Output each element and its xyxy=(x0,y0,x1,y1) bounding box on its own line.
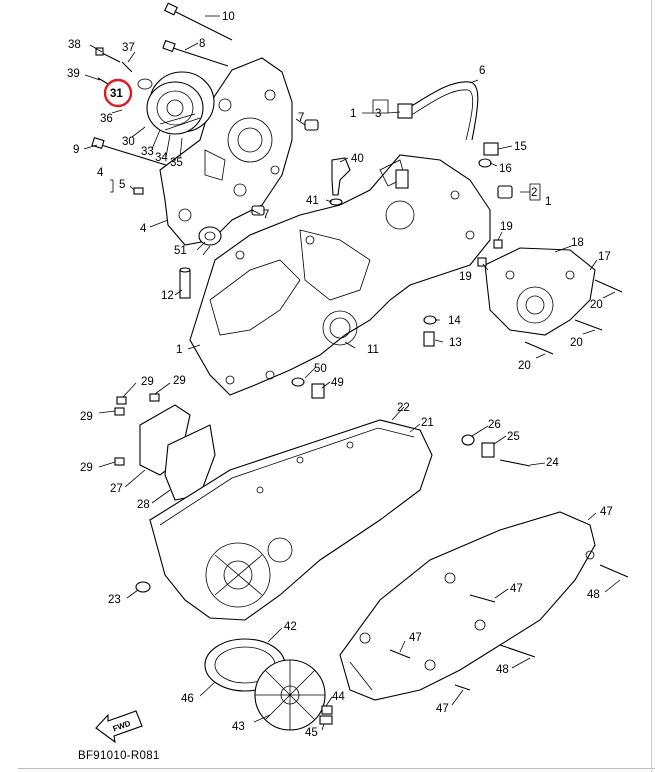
sensor-39-40-drawing xyxy=(329,157,351,206)
bolts-24-25-26-drawing xyxy=(461,434,531,467)
callout-19-lower[interactable]: 19 xyxy=(459,271,472,283)
fan-42-drawing xyxy=(254,659,326,731)
fwd-arrow: FWD xyxy=(95,710,143,744)
callout-25[interactable]: 25 xyxy=(507,431,520,443)
callout-11[interactable]: 11 xyxy=(367,344,379,356)
bearing-51-drawing xyxy=(198,226,222,246)
callout-13[interactable]: 13 xyxy=(449,337,462,349)
callout-34[interactable]: 35 xyxy=(170,157,183,169)
bolts-49-50-drawing xyxy=(291,377,325,399)
callout-2[interactable]: 2 xyxy=(531,187,537,199)
callout-30[interactable]: 30 xyxy=(122,136,135,148)
diagram-reference-code: BF91010-R081 xyxy=(78,750,160,762)
callout-36[interactable]: 37 xyxy=(122,42,135,54)
callout-46[interactable]: 47 xyxy=(600,506,613,518)
callout-48-a[interactable]: 48 xyxy=(587,589,600,601)
gasket-27-28-drawing xyxy=(139,404,216,501)
highlight-part-31-circle xyxy=(103,78,133,108)
callout-20-middle[interactable]: 20 xyxy=(570,337,583,349)
breather-hose-6-drawing xyxy=(397,81,479,141)
callout-14[interactable]: 14 xyxy=(448,315,461,327)
callout-labels: 10 8 38 37 39 31 36 30 33 34 35 9 4 5 7 … xyxy=(67,11,613,739)
callout-50[interactable]: 50 xyxy=(314,363,327,375)
callout-37[interactable]: 38 xyxy=(68,39,81,51)
drive-drum-drawing xyxy=(137,71,215,135)
drain-plug-15-16-drawing xyxy=(478,142,499,168)
crankcase-cover-21-drawing xyxy=(149,419,433,621)
callout-20-lower[interactable]: 20 xyxy=(518,360,531,372)
callout-22[interactable]: 22 xyxy=(397,402,410,414)
callout-4-upper[interactable]: 4 xyxy=(97,167,104,179)
callout-18[interactable]: 18 xyxy=(571,237,584,249)
bolts-47-48-drawing xyxy=(389,564,629,691)
callout-21[interactable]: 21 xyxy=(421,417,434,429)
callout-1-dowel[interactable]: 1 xyxy=(545,196,551,208)
callout-29-b[interactable]: 29 xyxy=(173,375,186,387)
bottom-divider xyxy=(18,768,655,769)
left-crankcase-drawing xyxy=(159,57,293,246)
right-divider xyxy=(651,0,652,772)
small-bolts-36-37-38-drawing xyxy=(95,47,133,85)
callout-51[interactable]: 51 xyxy=(174,245,187,257)
callout-43[interactable]: 44 xyxy=(332,691,345,703)
callout-29-d[interactable]: 29 xyxy=(80,462,93,474)
callout-49[interactable]: 49 xyxy=(331,377,344,389)
callout-35[interactable]: 36 xyxy=(100,113,113,125)
callout-7-upper[interactable]: 7 xyxy=(298,112,304,124)
callout-38[interactable]: 39 xyxy=(67,68,80,80)
callout-32[interactable]: 33 xyxy=(141,146,154,158)
callout-3[interactable]: 3 xyxy=(375,108,381,120)
callout-28[interactable]: 28 xyxy=(137,499,150,511)
callout-1-main[interactable]: 1 xyxy=(176,344,182,356)
callout-44[interactable]: 45 xyxy=(305,727,318,739)
callout-45[interactable]: 46 xyxy=(181,693,194,705)
bolts-19-20-drawing xyxy=(477,239,623,355)
callout-27[interactable]: 27 xyxy=(110,483,123,495)
bolt-10-drawing xyxy=(164,2,233,41)
callout-19-upper[interactable]: 19 xyxy=(500,221,513,233)
bolt-8-drawing xyxy=(162,39,229,67)
callout-8[interactable]: 8 xyxy=(199,38,205,50)
callout-23[interactable]: 23 xyxy=(108,594,121,606)
callout-47-b[interactable]: 47 xyxy=(409,632,422,644)
leader-lines xyxy=(83,15,621,731)
bolts-43-44-drawing xyxy=(319,705,333,725)
callout-31[interactable]: 31 xyxy=(110,88,123,100)
callout-41[interactable]: 42 xyxy=(284,621,297,633)
callout-33[interactable]: 34 xyxy=(155,152,168,164)
callout-4-lower[interactable]: 4 xyxy=(140,223,147,235)
callout-42[interactable]: 43 xyxy=(232,721,245,733)
callout-9[interactable]: 9 xyxy=(73,144,79,156)
dowel-2-drawing xyxy=(497,185,513,199)
callout-15[interactable]: 15 xyxy=(514,141,527,153)
callout-39[interactable]: 40 xyxy=(351,153,364,165)
callout-12[interactable]: 12 xyxy=(161,290,174,302)
callout-10[interactable]: 10 xyxy=(222,11,235,23)
callout-47-c[interactable]: 47 xyxy=(436,703,449,715)
callout-20-upper[interactable]: 20 xyxy=(590,299,603,311)
callout-26[interactable]: 26 xyxy=(488,419,501,431)
callout-24[interactable]: 24 xyxy=(546,457,559,469)
callout-6[interactable]: 6 xyxy=(479,65,485,77)
bolts-13-14-drawing xyxy=(423,315,437,347)
callout-17[interactable]: 17 xyxy=(598,251,611,263)
callout-16[interactable]: 16 xyxy=(499,163,512,175)
callout-7-lower[interactable]: 7 xyxy=(263,209,269,221)
callout-48-b[interactable]: 48 xyxy=(496,664,509,676)
bolt-23-drawing xyxy=(135,581,151,593)
callout-5[interactable]: 5 xyxy=(119,179,125,191)
dowel-12-drawing xyxy=(179,267,191,299)
callout-29-a[interactable]: 29 xyxy=(141,376,154,388)
callout-40[interactable]: 41 xyxy=(306,195,319,207)
side-cover-17-drawing xyxy=(484,247,596,336)
bolt-4-5-drawing xyxy=(133,187,144,195)
outer-cover-46-drawing xyxy=(339,511,596,701)
bolts-29-drawing xyxy=(114,393,160,466)
main-crankcase-drawing xyxy=(189,154,491,396)
callout-29-c[interactable]: 29 xyxy=(80,411,93,423)
callout-1-hose[interactable]: 1 xyxy=(350,108,356,120)
callout-47-a[interactable]: 47 xyxy=(510,583,523,595)
